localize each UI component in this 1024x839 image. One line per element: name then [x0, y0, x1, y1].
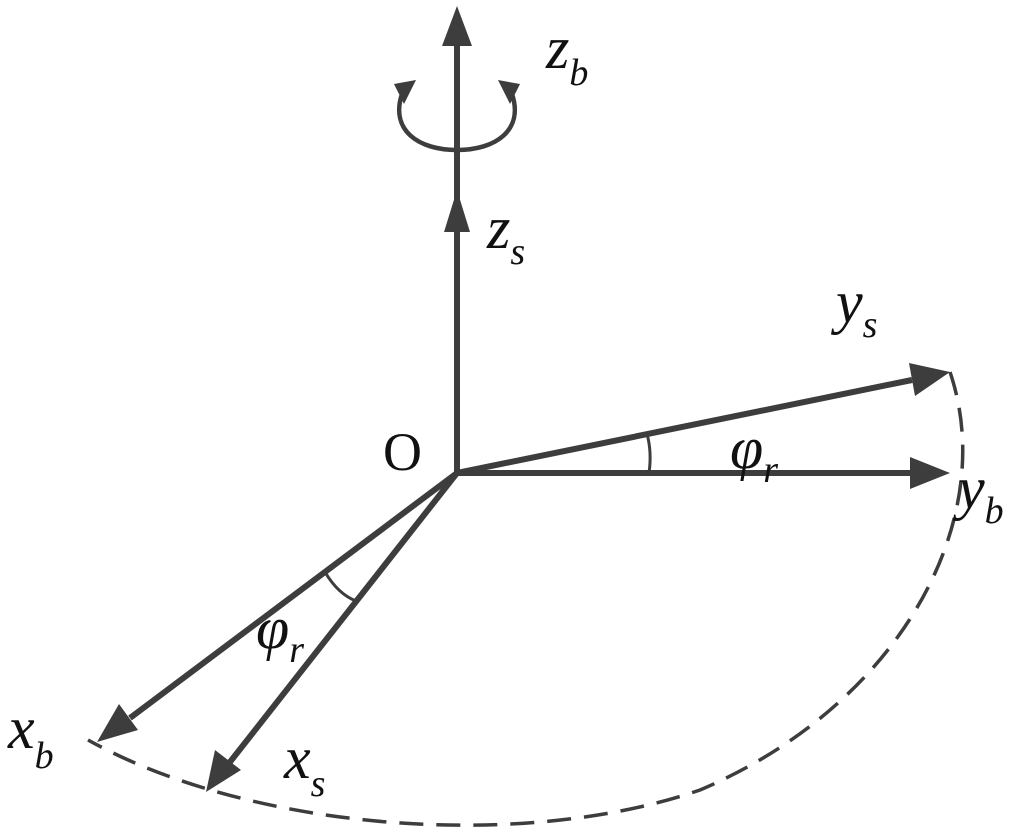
- x-b-arrowhead: [97, 704, 138, 742]
- rotation-arrowhead-right: [498, 80, 520, 104]
- rotation-arc: [397, 93, 517, 153]
- rotation-arrowhead-left: [394, 80, 416, 104]
- x-b-label: xb: [7, 695, 54, 777]
- dashed-rotation-arc: [87, 371, 965, 827]
- angle-label-lower: φr: [256, 595, 304, 671]
- x-s-label: xs: [283, 725, 325, 805]
- y-s-arrowhead: [909, 363, 950, 396]
- y-s-label: ys: [830, 269, 877, 346]
- z-b-label: zb: [545, 15, 588, 94]
- angle-arc-y: [645, 433, 652, 474]
- x-s-axis-line: [227, 471, 460, 764]
- angle-label-upper: φr: [730, 415, 778, 491]
- z-b-arrowhead: [442, 6, 472, 46]
- z-s-label: zs: [486, 195, 525, 273]
- x-b-axis-line: [128, 470, 459, 721]
- origin-label: O: [383, 422, 422, 482]
- angle-arc-x: [323, 571, 357, 603]
- y-s-axis-line: [456, 377, 913, 476]
- z-s-arrowhead: [444, 190, 470, 232]
- y-b-label: yb: [952, 455, 1004, 532]
- x-s-arrowhead: [206, 750, 241, 792]
- y-b-arrowhead: [910, 457, 950, 489]
